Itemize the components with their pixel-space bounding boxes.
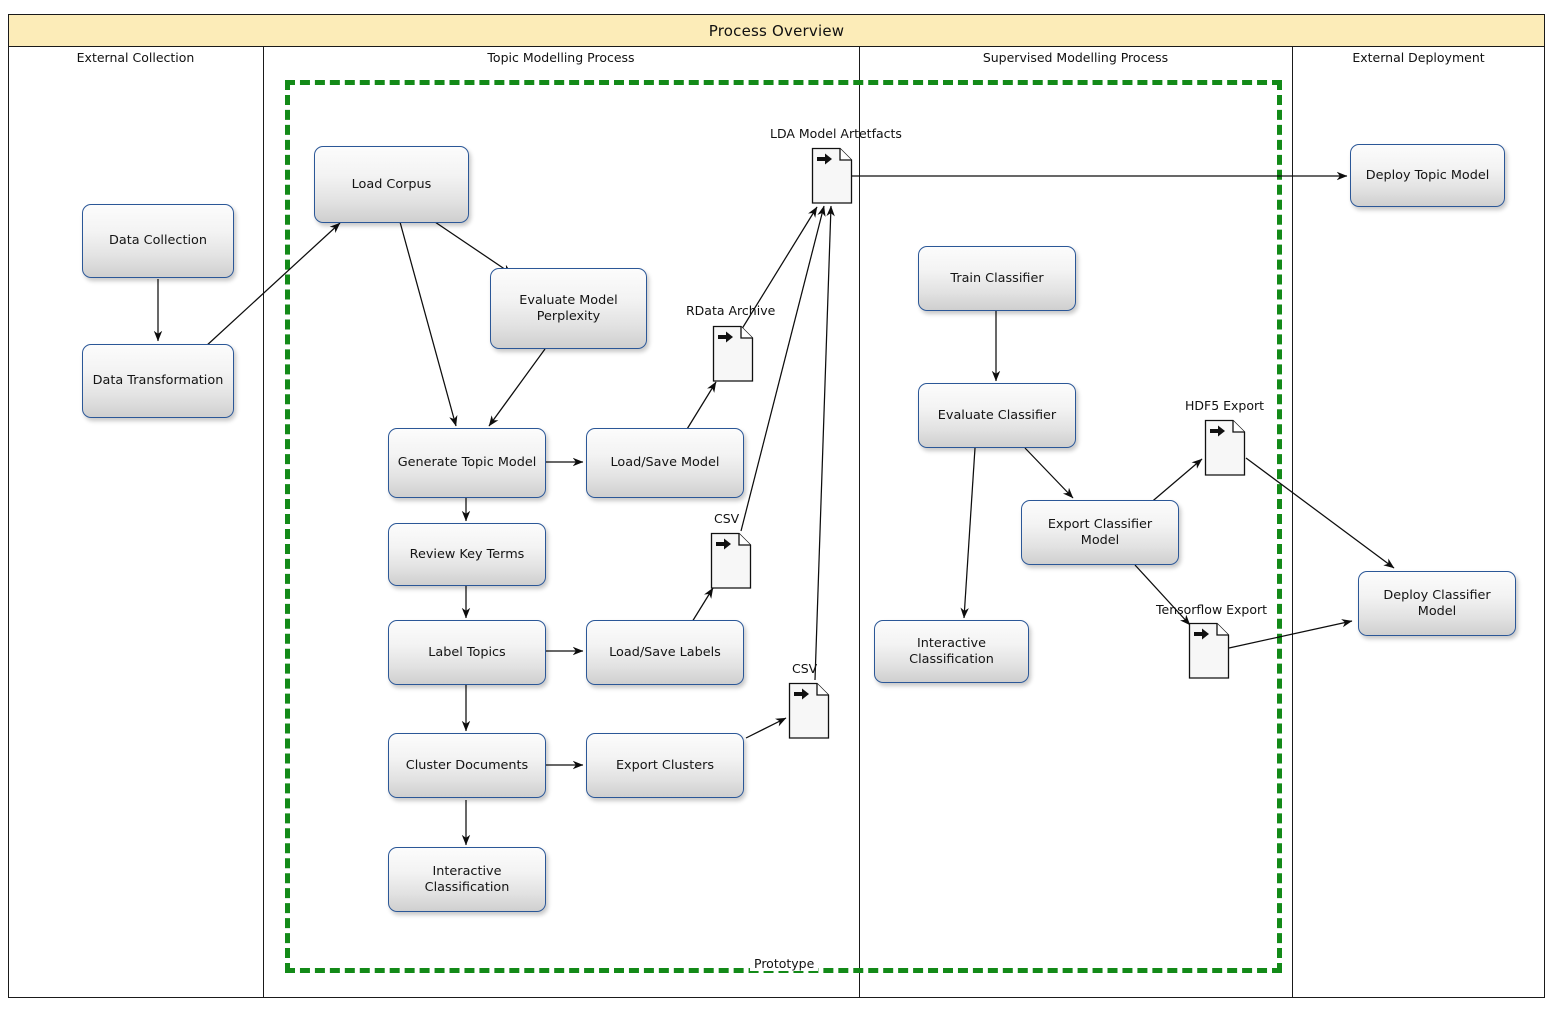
node-export-classifier-model[interactable]: Export Classifier Model xyxy=(1021,500,1179,565)
node-export-clusters[interactable]: Export Clusters xyxy=(586,733,744,798)
node-load-corpus[interactable]: Load Corpus xyxy=(314,146,469,223)
node-interactive-classification-supervised[interactable]: Interactive Classification xyxy=(874,620,1029,683)
lane-header-topic-modelling-process: Topic Modelling Process xyxy=(487,50,635,65)
prototype-boundary-label: Prototype xyxy=(750,956,819,971)
node-label: Evaluate Model Perplexity xyxy=(519,293,618,324)
artifact-hdf5-export[interactable] xyxy=(1204,419,1246,476)
node-data-collection[interactable]: Data Collection xyxy=(82,204,234,278)
node-label: Data Transformation xyxy=(92,373,224,389)
node-label: Data Collection xyxy=(109,233,207,249)
node-load-save-labels[interactable]: Load/Save Labels xyxy=(586,620,744,685)
node-data-transformation[interactable]: Data Transformation xyxy=(82,344,234,418)
node-label: Export Clusters xyxy=(615,757,715,773)
node-interactive-classification-topic[interactable]: Interactive Classification xyxy=(388,847,546,912)
lane-divider-2 xyxy=(859,47,860,998)
artifact-label-csv-labels: CSV xyxy=(714,511,740,526)
artifact-label-csv-clusters: CSV xyxy=(792,661,818,676)
node-label: Export Classifier Model xyxy=(1047,517,1153,548)
node-label: Interactive Classification xyxy=(909,636,994,667)
artifact-label-lda-model-artefacts: LDA Model Artetfacts xyxy=(770,126,902,141)
node-label: Deploy Classifier Model xyxy=(1383,588,1491,619)
node-label: Load/Save Labels xyxy=(609,644,721,660)
node-label: Evaluate Classifier xyxy=(937,407,1057,423)
node-label: Label Topics xyxy=(428,644,506,660)
artifact-label-hdf5-export: HDF5 Export xyxy=(1185,398,1265,413)
node-label: Cluster Documents xyxy=(405,757,529,773)
lane-header-external-deployment: External Deployment xyxy=(1352,50,1485,65)
node-evaluate-classifier[interactable]: Evaluate Classifier xyxy=(918,383,1076,448)
lane-header-external-collection: External Collection xyxy=(76,50,195,65)
node-label: Review Key Terms xyxy=(409,546,525,562)
node-deploy-classifier-model[interactable]: Deploy Classifier Model xyxy=(1358,571,1516,636)
node-label: Load Corpus xyxy=(351,176,432,192)
node-label: Interactive Classification xyxy=(424,864,510,895)
lane-divider-3 xyxy=(1292,47,1293,998)
artifact-label-rdata-archive: RData Archive xyxy=(686,303,776,318)
page-title: Process Overview xyxy=(708,21,845,40)
node-cluster-documents[interactable]: Cluster Documents xyxy=(388,733,546,798)
node-label: Train Classifier xyxy=(950,270,1044,286)
document-export-icon xyxy=(794,688,809,700)
node-evaluate-model-perplexity[interactable]: Evaluate Model Perplexity xyxy=(490,268,647,349)
node-deploy-topic-model[interactable]: Deploy Topic Model xyxy=(1350,144,1505,207)
node-train-classifier[interactable]: Train Classifier xyxy=(918,246,1076,311)
document-export-icon xyxy=(817,153,832,165)
node-label: Load/Save Model xyxy=(610,455,720,471)
diagram-title-bar: Process Overview xyxy=(8,14,1545,47)
artifact-tensorflow-export[interactable] xyxy=(1188,622,1230,679)
document-export-icon xyxy=(1194,628,1209,640)
artifact-csv-labels[interactable] xyxy=(710,532,752,589)
document-export-icon xyxy=(718,331,733,343)
node-load-save-model[interactable]: Load/Save Model xyxy=(586,428,744,498)
document-export-icon xyxy=(716,538,731,550)
artifact-rdata-archive[interactable] xyxy=(712,325,754,382)
node-label-topics[interactable]: Label Topics xyxy=(388,620,546,685)
artifact-csv-clusters[interactable] xyxy=(788,682,830,739)
node-label: Generate Topic Model xyxy=(397,455,537,471)
node-generate-topic-model[interactable]: Generate Topic Model xyxy=(388,428,546,498)
lane-header-supervised-modelling-process: Supervised Modelling Process xyxy=(982,50,1169,65)
document-export-icon xyxy=(1210,425,1225,437)
node-review-key-terms[interactable]: Review Key Terms xyxy=(388,523,546,586)
artifact-lda-model-artefacts[interactable] xyxy=(811,147,853,204)
artifact-label-tensorflow-export: Tensorflow Export xyxy=(1156,602,1268,617)
node-label: Deploy Topic Model xyxy=(1365,167,1490,183)
lane-divider-1 xyxy=(263,47,264,998)
